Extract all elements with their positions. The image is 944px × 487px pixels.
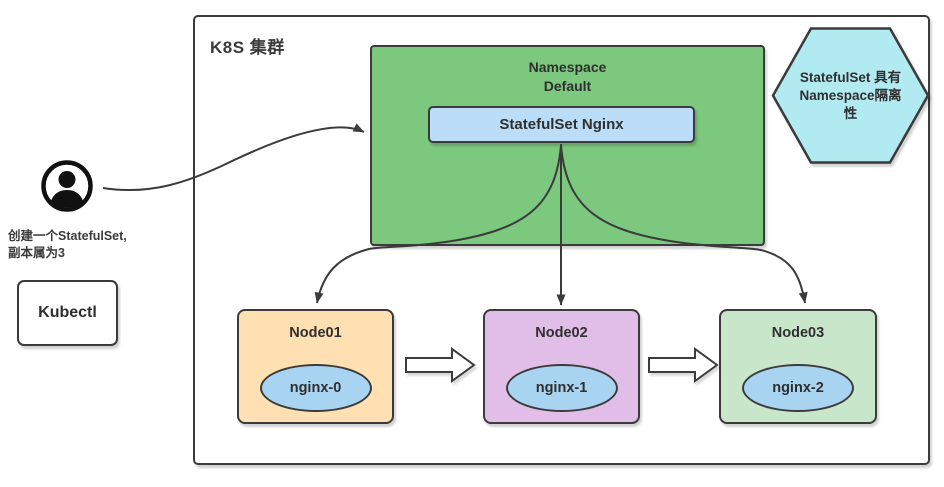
pod-nginx-0: nginx-0 (259, 364, 372, 412)
hexagon-text: StatefulSet 具有 Namespace隔离 性 (771, 26, 930, 165)
namespace-title-line2: Default (543, 78, 592, 94)
hexagon-note (771, 27, 930, 164)
pod-nginx-1-label: nginx-1 (535, 380, 588, 396)
node01-label: Node01 (289, 325, 342, 341)
pod-nginx-0-label: nginx-0 (289, 380, 342, 396)
pod-nginx-1: nginx-1 (505, 364, 618, 412)
hexagon-text-line3: 性 (843, 105, 858, 121)
pod-nginx-2: nginx-2 (742, 364, 854, 412)
node02-label: Node02 (535, 325, 588, 341)
node02-box: Node02 nginx-1 (483, 309, 640, 424)
actor-caption: 创建一个StatefulSet, 副本属为3 (8, 228, 168, 262)
hexagon-text-line2: Namespace隔离 (799, 87, 902, 103)
hexagon-text-line1: StatefulSet 具有 (799, 69, 902, 85)
node01-box: Node01 nginx-0 (237, 309, 394, 424)
node03-label: Node03 (771, 325, 825, 341)
statefulset-label: StatefulSet Nginx (499, 116, 624, 133)
namespace-title: Namespace Default (370, 58, 765, 96)
user-icon (41, 160, 93, 212)
hexagon-shape (771, 27, 930, 164)
actor-caption-line1: 创建一个StatefulSet, (8, 229, 127, 243)
node03-box: Node03 nginx-2 (719, 309, 877, 424)
pod-nginx-2-label: nginx-2 (772, 380, 824, 396)
statefulset-box: StatefulSet Nginx (428, 106, 695, 143)
cluster-title: K8S 集群 (210, 38, 285, 57)
actor-caption-line2: 副本属为3 (8, 246, 65, 260)
kubectl-box: Kubectl (17, 280, 118, 346)
kubectl-label: Kubectl (38, 304, 97, 321)
namespace-title-line1: Namespace (528, 59, 607, 75)
